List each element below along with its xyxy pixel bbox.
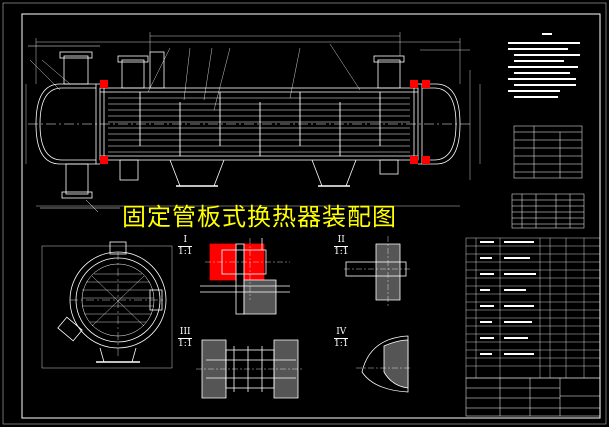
detail-iii-roman: III [179,327,191,337]
parts-list-text [480,241,536,355]
side-section-view [41,241,173,369]
nozzle-table [511,193,585,229]
detail-i-drawing [200,238,290,315]
inner-border [21,13,601,419]
drawing-title: 固定管板式换热器装配图 [122,203,397,231]
detail-ii-drawing [344,236,410,306]
detail-iv-label: IV 1:1 [334,327,349,349]
detail-ii-scale: 1:1 [334,246,349,257]
technical-notes [508,33,580,98]
title-block [465,377,601,417]
detail-i-scale: 1:1 [178,246,193,257]
detail-ii-roman: II [337,235,345,245]
detail-iv-roman: IV [336,327,347,337]
characteristics-table [513,125,583,179]
detail-i-label: I 1:1 [178,235,193,257]
detail-iii-scale: 1:1 [178,338,193,349]
detail-iv-scale: 1:1 [334,338,349,349]
detail-iii-label: III 1:1 [178,327,193,349]
main-elevation-view [25,32,481,213]
detail-i-roman: I [183,235,188,245]
highlight-flanges [100,80,430,164]
detail-ii-label: II 1:1 [334,235,349,257]
detail-iv-drawing [356,335,412,393]
detail-iii-drawing [196,339,304,399]
